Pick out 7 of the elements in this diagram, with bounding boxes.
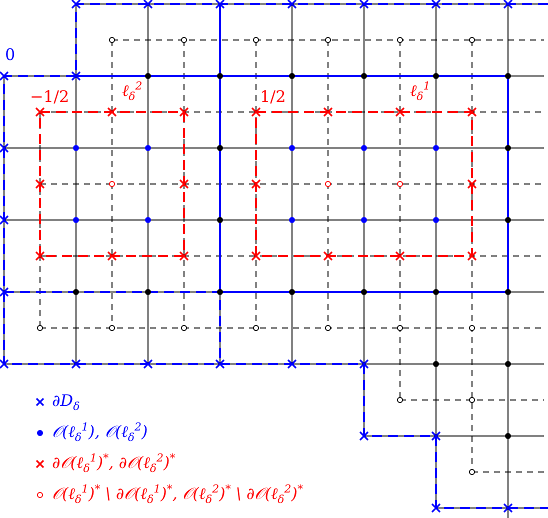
legend-label: 𝒪(ℓ$_{δ}$$^{1}$)$^{*}$ \ ∂𝒪(ℓ$_{δ}$$^{1}$)$^{*}$, 𝒪(ℓ$_{δ}$$^{2}$)$^{*}$ \ ∂𝒪(ℓ$_{δ}$$^{2}$)$^{*}$ — [52, 485, 303, 503]
tick-label: 1/2 — [260, 88, 286, 106]
legend-label: ∂D$_{δ}$ — [52, 392, 80, 410]
tick-label: −1/2 — [30, 88, 70, 106]
origin-label: 0 — [5, 46, 16, 64]
legend-label: 𝒪(ℓ$_{δ}$$^{1}$), 𝒪(ℓ$_{δ}$$^{2}$) — [52, 423, 148, 441]
legend-label: ∂𝒪(ℓ$_{δ}$$^{1}$)$^{*}$, ∂𝒪(ℓ$_{δ}$$^{2}$)$^{*}$ — [52, 454, 176, 472]
